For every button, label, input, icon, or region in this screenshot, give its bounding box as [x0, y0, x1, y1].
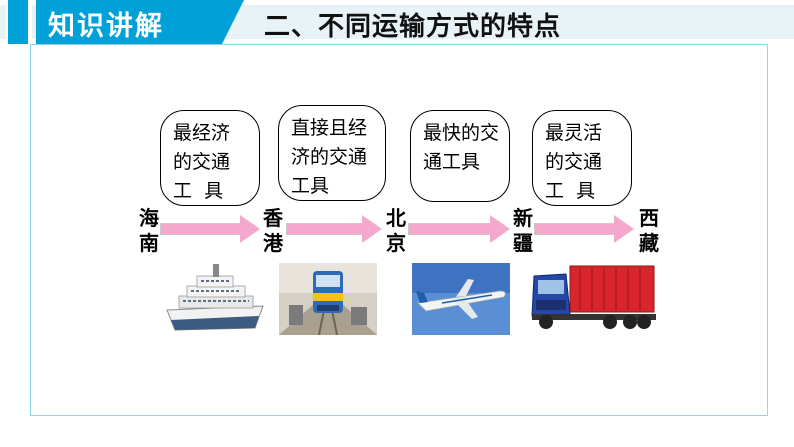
callout-truck-text: 最灵活 的交通 工 具___ — [545, 122, 603, 231]
train-icon — [279, 263, 377, 335]
route-arrow — [160, 215, 260, 243]
place-xinjiang: 新疆 — [512, 206, 534, 256]
callout-truck: 最灵活 的交通 工 具___ — [532, 110, 632, 231]
place-hongkong-label: 香港 — [263, 206, 283, 255]
place-beijing: 北京 — [385, 206, 407, 256]
place-beijing-label: 北京 — [386, 206, 406, 255]
header-tab-label: 知识讲解 — [48, 11, 164, 42]
route-arrow — [534, 215, 636, 243]
content-frame — [30, 44, 768, 416]
callout-train-text: 直接且经 济的交通 工具 — [291, 117, 368, 197]
route-arrow — [286, 215, 382, 243]
callout-plane: 最快的交 通工具 — [410, 110, 510, 202]
callout-plane-text: 最快的交 通工具 — [423, 122, 500, 173]
place-xizang: 西藏 — [638, 206, 660, 256]
header-bar: 知识讲解 二、不同运输方式的特点 — [0, 0, 794, 44]
place-hainan-label: 海南 — [139, 206, 159, 255]
callout-ship-text: 最经济 的交通 工 具___ — [173, 122, 231, 231]
page-title: 二、不同运输方式的特点 — [264, 12, 562, 42]
truck-icon — [518, 262, 656, 332]
header-side-mark — [6, 0, 32, 44]
callout-train: 直接且经 济的交通 工具 — [278, 105, 386, 201]
route-arrow — [408, 215, 512, 243]
place-xizang-label: 西藏 — [639, 206, 659, 255]
callout-ship: 最经济 的交通 工 具___ — [160, 110, 260, 231]
airplane-icon — [412, 263, 510, 335]
header-tab: 知识讲解 — [36, 0, 244, 44]
place-hainan: 海南 — [138, 206, 160, 256]
place-xinjiang-label: 新疆 — [513, 206, 533, 255]
ship-icon — [163, 258, 267, 336]
place-hongkong: 香港 — [262, 206, 284, 256]
